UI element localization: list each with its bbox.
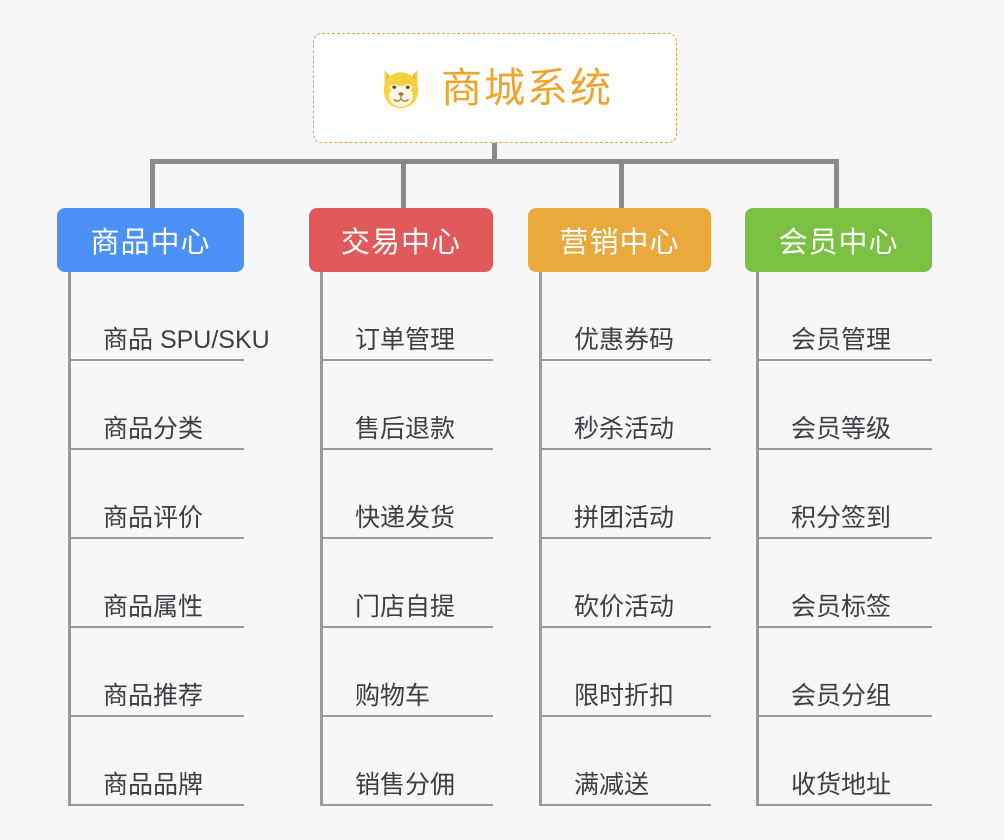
trunk-line: [68, 272, 71, 806]
category-header-trade-center[interactable]: 交易中心: [309, 208, 493, 272]
root-stem-connector: [492, 143, 497, 163]
leaf-label: 拼团活动: [574, 504, 675, 532]
leaf-label: 商品推荐: [103, 682, 204, 710]
leaf-item[interactable]: 会员分组: [756, 628, 932, 717]
leaf-label: 商品品牌: [103, 771, 204, 799]
leaf-label: 销售分佣: [355, 771, 456, 799]
category-label: 商品中心: [90, 227, 211, 259]
leaf-item[interactable]: 满减送: [539, 717, 711, 806]
category-label: 交易中心: [340, 227, 461, 259]
category-label: 会员中心: [778, 227, 899, 259]
horizontal-bus-connector: [150, 159, 839, 164]
leaf-list-member-center: 会员管理 会员等级 积分签到 会员标签 会员分组 收货地址: [745, 272, 932, 806]
category-header-member-center[interactable]: 会员中心: [745, 208, 932, 272]
leaf-label: 售后退款: [355, 415, 456, 443]
leaf-label: 商品分类: [103, 415, 204, 443]
leaf-item[interactable]: 商品评价: [68, 450, 244, 539]
drop-connector-2: [401, 159, 406, 209]
leaf-item[interactable]: 商品属性: [68, 539, 244, 628]
column-trade-center: 交易中心 订单管理 售后退款 快递发货 门店自提 购物车 销售分佣: [309, 208, 493, 806]
category-label: 营销中心: [559, 227, 680, 259]
column-member-center: 会员中心 会员管理 会员等级 积分签到 会员标签 会员分组 收货地址: [745, 208, 932, 806]
trunk-line: [756, 272, 759, 806]
column-marketing-center: 营销中心 优惠券码 秒杀活动 拼团活动 砍价活动 限时折扣 满减送: [528, 208, 711, 806]
leaf-item[interactable]: 快递发货: [320, 450, 493, 539]
category-header-marketing-center[interactable]: 营销中心: [528, 208, 711, 272]
leaf-item[interactable]: 会员标签: [756, 539, 932, 628]
leaf-item[interactable]: 会员管理: [756, 272, 932, 361]
leaf-item[interactable]: 售后退款: [320, 361, 493, 450]
root-node[interactable]: 商城系统: [313, 33, 677, 143]
leaf-label: 收货地址: [791, 771, 892, 799]
trunk-line: [320, 272, 323, 806]
drop-connector-3: [619, 159, 624, 209]
leaf-item[interactable]: 优惠券码: [539, 272, 711, 361]
leaf-label: 门店自提: [355, 593, 456, 621]
leaf-label: 会员等级: [791, 415, 892, 443]
leaf-label: 订单管理: [355, 326, 456, 354]
leaf-label: 优惠券码: [574, 326, 675, 354]
column-product-center: 商品中心 商品 SPU/SKU 商品分类 商品评价 商品属性 商品推荐 商品品牌: [57, 208, 270, 806]
leaf-item[interactable]: 拼团活动: [539, 450, 711, 539]
leaf-item[interactable]: 收货地址: [756, 717, 932, 806]
leaf-label: 会员管理: [791, 326, 892, 354]
leaf-item[interactable]: 门店自提: [320, 539, 493, 628]
leaf-item[interactable]: 限时折扣: [539, 628, 711, 717]
leaf-label: 积分签到: [791, 504, 892, 532]
leaf-list-marketing-center: 优惠券码 秒杀活动 拼团活动 砍价活动 限时折扣 满减送: [528, 272, 711, 806]
leaf-item[interactable]: 积分签到: [756, 450, 932, 539]
leaf-label: 商品属性: [103, 593, 204, 621]
leaf-item[interactable]: 订单管理: [320, 272, 493, 361]
leaf-item[interactable]: 砍价活动: [539, 539, 711, 628]
leaf-item[interactable]: 商品 SPU/SKU: [68, 272, 270, 361]
root-title: 商城系统: [441, 64, 613, 111]
leaf-label: 满减送: [574, 771, 650, 799]
leaf-label: 会员分组: [791, 682, 892, 710]
shiba-dog-face-icon: [383, 70, 419, 109]
leaf-item[interactable]: 购物车: [320, 628, 493, 717]
trunk-line: [539, 272, 542, 806]
drop-connector-4: [834, 159, 839, 209]
leaf-label: 限时折扣: [574, 682, 675, 710]
leaf-item[interactable]: 秒杀活动: [539, 361, 711, 450]
leaf-label: 快递发货: [355, 504, 456, 532]
leaf-item[interactable]: 商品分类: [68, 361, 244, 450]
leaf-item[interactable]: 会员等级: [756, 361, 932, 450]
drop-connector-1: [150, 159, 155, 209]
leaf-list-trade-center: 订单管理 售后退款 快递发货 门店自提 购物车 销售分佣: [309, 272, 493, 806]
leaf-item[interactable]: 商品品牌: [68, 717, 244, 806]
leaf-label: 会员标签: [791, 593, 892, 621]
leaf-item[interactable]: 销售分佣: [320, 717, 493, 806]
leaf-label: 商品评价: [103, 504, 204, 532]
leaf-item[interactable]: 商品推荐: [68, 628, 244, 717]
category-header-product-center[interactable]: 商品中心: [57, 208, 244, 272]
leaf-label: 秒杀活动: [574, 415, 675, 443]
leaf-label: 砍价活动: [574, 593, 675, 621]
leaf-label: 商品 SPU/SKU: [103, 326, 270, 354]
leaf-list-product-center: 商品 SPU/SKU 商品分类 商品评价 商品属性 商品推荐 商品品牌: [57, 272, 270, 806]
leaf-label: 购物车: [355, 682, 431, 710]
